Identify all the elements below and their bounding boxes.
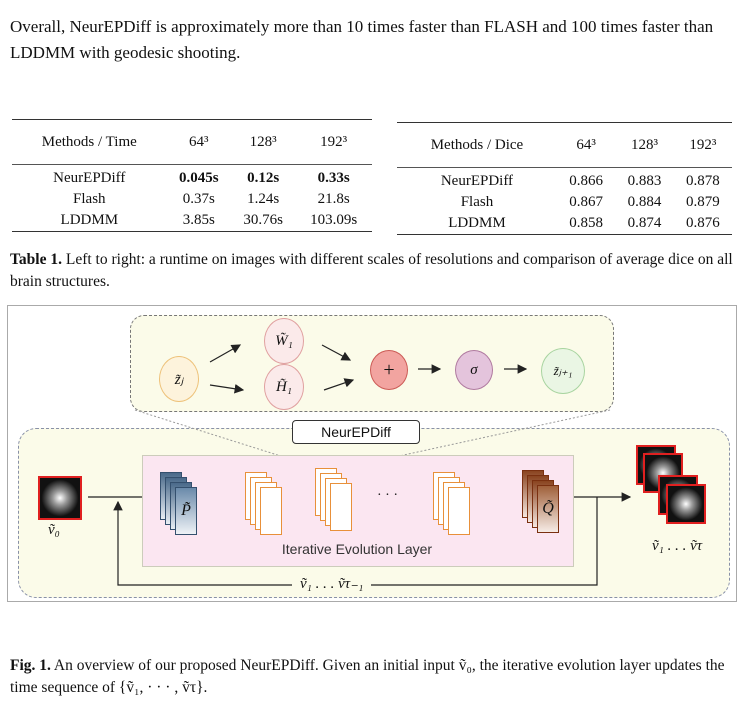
q-label: Q̃ xyxy=(537,485,559,533)
cell: LDDMM xyxy=(448,215,506,231)
node-label: + xyxy=(383,358,395,381)
v0-label: ṽ₀ xyxy=(48,522,60,538)
cell: LDDMM xyxy=(60,212,119,228)
node-label: z̃ⱼ xyxy=(174,371,184,388)
figure-caption: Fig. 1. An overview of our proposed Neur… xyxy=(10,655,748,699)
node-h1: H̃₁ xyxy=(264,364,304,410)
cell: NeurEPDiff xyxy=(53,170,126,186)
output-image xyxy=(666,484,706,524)
table-row: NeurEPDiff 0.866 0.883 0.878 xyxy=(397,168,732,193)
cell: NeurEPDiff xyxy=(440,173,514,189)
cell: 0.045s xyxy=(178,170,219,186)
header-cell: 192³ xyxy=(673,122,732,168)
cell: 0.867 xyxy=(569,194,603,210)
node-label: W̃₁ xyxy=(275,332,293,349)
node-w1: W̃₁ xyxy=(264,318,304,364)
header-cell: 128³ xyxy=(230,119,296,165)
node-label: H̃₁ xyxy=(275,378,293,395)
table-row: NeurEPDiff 0.045s 0.12s 0.33s xyxy=(12,165,372,190)
cell: 21.8s xyxy=(317,191,350,207)
cell: 30.76s xyxy=(243,212,283,228)
header-cell: Methods / Time xyxy=(12,119,167,165)
cell: 0.874 xyxy=(627,215,662,231)
table-row: Flash 0.867 0.884 0.879 xyxy=(397,192,732,213)
caption-text: Left to right: a runtime on images with … xyxy=(10,251,733,290)
cell: 0.879 xyxy=(685,194,720,210)
table-row: LDDMM 3.85s 30.76s 103.09s xyxy=(12,210,372,232)
feedback-label: ṽ₁ . . . ṽτ₋₁ xyxy=(292,574,372,593)
cell: 0.883 xyxy=(627,173,662,189)
layer-label: Iterative Evolution Layer xyxy=(281,541,433,557)
cell: 0.33s xyxy=(317,170,350,186)
cell: 1.24s xyxy=(247,191,280,207)
cell: Flash xyxy=(460,194,494,210)
iterative-evolution-layer xyxy=(142,455,574,567)
table-row: LDDMM 0.858 0.874 0.876 xyxy=(397,213,732,235)
header-cell: 128³ xyxy=(615,122,674,168)
caption-text: An overview of our proposed NeurEPDiff. … xyxy=(10,657,725,696)
node-z-j: z̃ⱼ xyxy=(159,356,199,402)
input-image xyxy=(38,476,82,520)
ellipsis: · · · xyxy=(377,488,398,503)
cell: 0.12s xyxy=(247,170,280,186)
cell: 0.884 xyxy=(627,194,662,210)
cell: 0.37s xyxy=(182,191,215,207)
cell: 103.09s xyxy=(310,212,358,228)
neurepdiff-label: NeurEPDiff xyxy=(292,420,420,444)
node-label: σ xyxy=(470,361,478,378)
node-label: z̃ⱼ₊₁ xyxy=(553,363,573,378)
cell: 0.878 xyxy=(685,173,720,189)
header-cell: Methods / Dice xyxy=(397,122,557,168)
p-label: P̃ xyxy=(175,487,197,535)
node-plus: + xyxy=(370,350,408,390)
figure-frame xyxy=(7,305,737,602)
header-cell: 192³ xyxy=(295,119,372,165)
outputs-label: ṽ₁ . . . ṽτ xyxy=(652,538,703,554)
cell: 0.858 xyxy=(569,215,603,231)
cell: Flash xyxy=(73,191,106,207)
header-cell: 64³ xyxy=(556,122,616,168)
cell: 0.866 xyxy=(569,173,603,189)
node-z-next: z̃ⱼ₊₁ xyxy=(541,348,585,394)
caption-label: Fig. 1. xyxy=(10,657,51,674)
caption-label: Table 1. xyxy=(10,251,62,268)
header-cell: 64³ xyxy=(166,119,231,165)
cell: 3.85s xyxy=(182,212,215,228)
intro-paragraph: Overall, NeurEPDiff is approximately mor… xyxy=(10,17,714,62)
cell: 0.876 xyxy=(685,215,720,231)
table-row: Flash 0.37s 1.24s 21.8s xyxy=(12,189,372,210)
node-sigma: σ xyxy=(455,350,493,390)
table-caption: Table 1. Left to right: a runtime on ima… xyxy=(10,249,745,293)
